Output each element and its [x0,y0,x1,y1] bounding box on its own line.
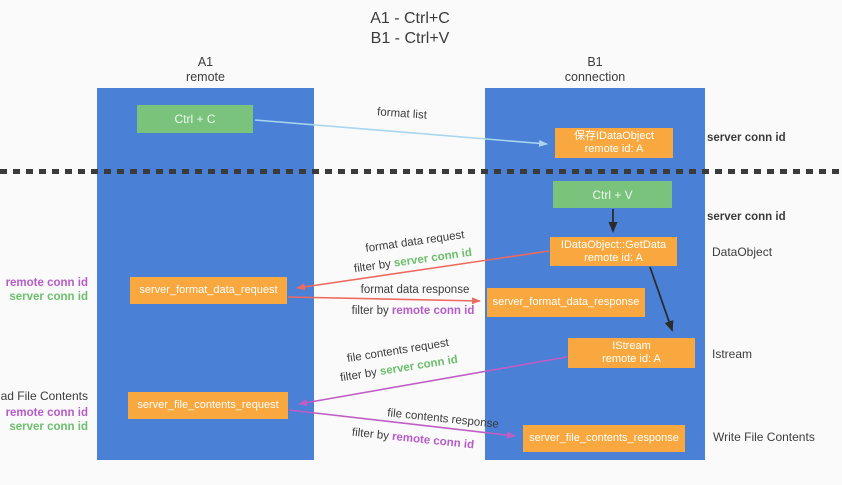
server-conn-id-annotation-top: server conn id [707,132,786,144]
ctrl-c-label: Ctrl + C [174,112,216,126]
format-data-response-label: format data response [360,284,470,296]
save-idataobject-line2: remote id: A [584,143,644,155]
server-file-contents-request-box: server_file_contents_request [128,392,288,419]
left-server-conn-id-annotation-top: server conn id [9,291,88,303]
istream-line1: IStream [612,340,651,352]
server-format-data-response-box: server_format_data_response [487,288,645,317]
dotted-separator [0,169,842,174]
lifeline-right-name: B1 [587,55,603,69]
save-idataobject-box: 保存IDataObject remote id: A [555,128,673,158]
server-format-data-response-label: server_format_data_response [492,296,640,308]
lifeline-right-role: connection [564,70,626,84]
read-file-contents-annotation: Read File Contents [0,389,88,403]
dataobject-annotation: DataObject [712,245,773,259]
getdata-to-istream-arrow [649,266,674,332]
server-file-contents-response-box: server_file_contents_response [523,425,685,452]
left-remote-conn-id-annotation-bottom: remote conn id [5,407,88,419]
istream-annotation: Istream [712,347,753,361]
file-contents-response-arrow [288,409,516,439]
file-contents-request-arrow [298,356,568,407]
filter-by-text: filter by [351,305,392,317]
left-remote-conn-id-annotation-top: remote conn id [5,277,88,289]
server-format-data-request-label: server_format_data_request [139,284,278,296]
filter-by-remote-conn-id-label-1: filter by remote conn id [352,305,475,317]
server-conn-id-annotation-mid: server conn id [707,211,786,223]
lifeline-left-role: remote [186,70,225,84]
ctrl-c-box: Ctrl + C [137,105,253,133]
istream-line2: remote id: A [602,353,661,365]
server-file-contents-response-label: server_file_contents_response [529,432,679,444]
ctrl-v-box: Ctrl + V [553,181,672,208]
remote-conn-id-text: remote conn id [391,305,475,317]
server-file-contents-request-label: server_file_contents_request [137,399,279,411]
left-server-conn-id-annotation-bottom: server conn id [9,421,88,433]
title-line-1: A1 - Ctrl+C [370,10,450,27]
getdata-line1: IDataObject::GetData [560,238,667,251]
column-header-right: B1 connection [485,55,705,85]
getdata-line2: remote id: A [584,251,643,264]
write-file-contents-annotation: Write File Contents [713,430,815,444]
format-data-request-arrow [296,250,550,291]
server-format-data-request-box: server_format_data_request [130,277,287,304]
title-line-2: B1 - Ctrl+V [370,30,450,47]
lifeline-left-name: A1 [197,55,214,69]
save-idataobject-line1: 保存IDataObject [573,130,655,142]
column-header-left: A1 remote [97,55,314,85]
format-data-response-arrow [287,296,481,305]
getdata-box: IDataObject::GetData remote id: A [550,237,677,266]
ctrl-v-label: Ctrl + V [592,187,633,202]
format-list-arrow [254,119,548,147]
istream-box: IStream remote id: A [568,338,695,368]
diagram-title: A1 - Ctrl+C B1 - Ctrl+V [0,9,820,49]
